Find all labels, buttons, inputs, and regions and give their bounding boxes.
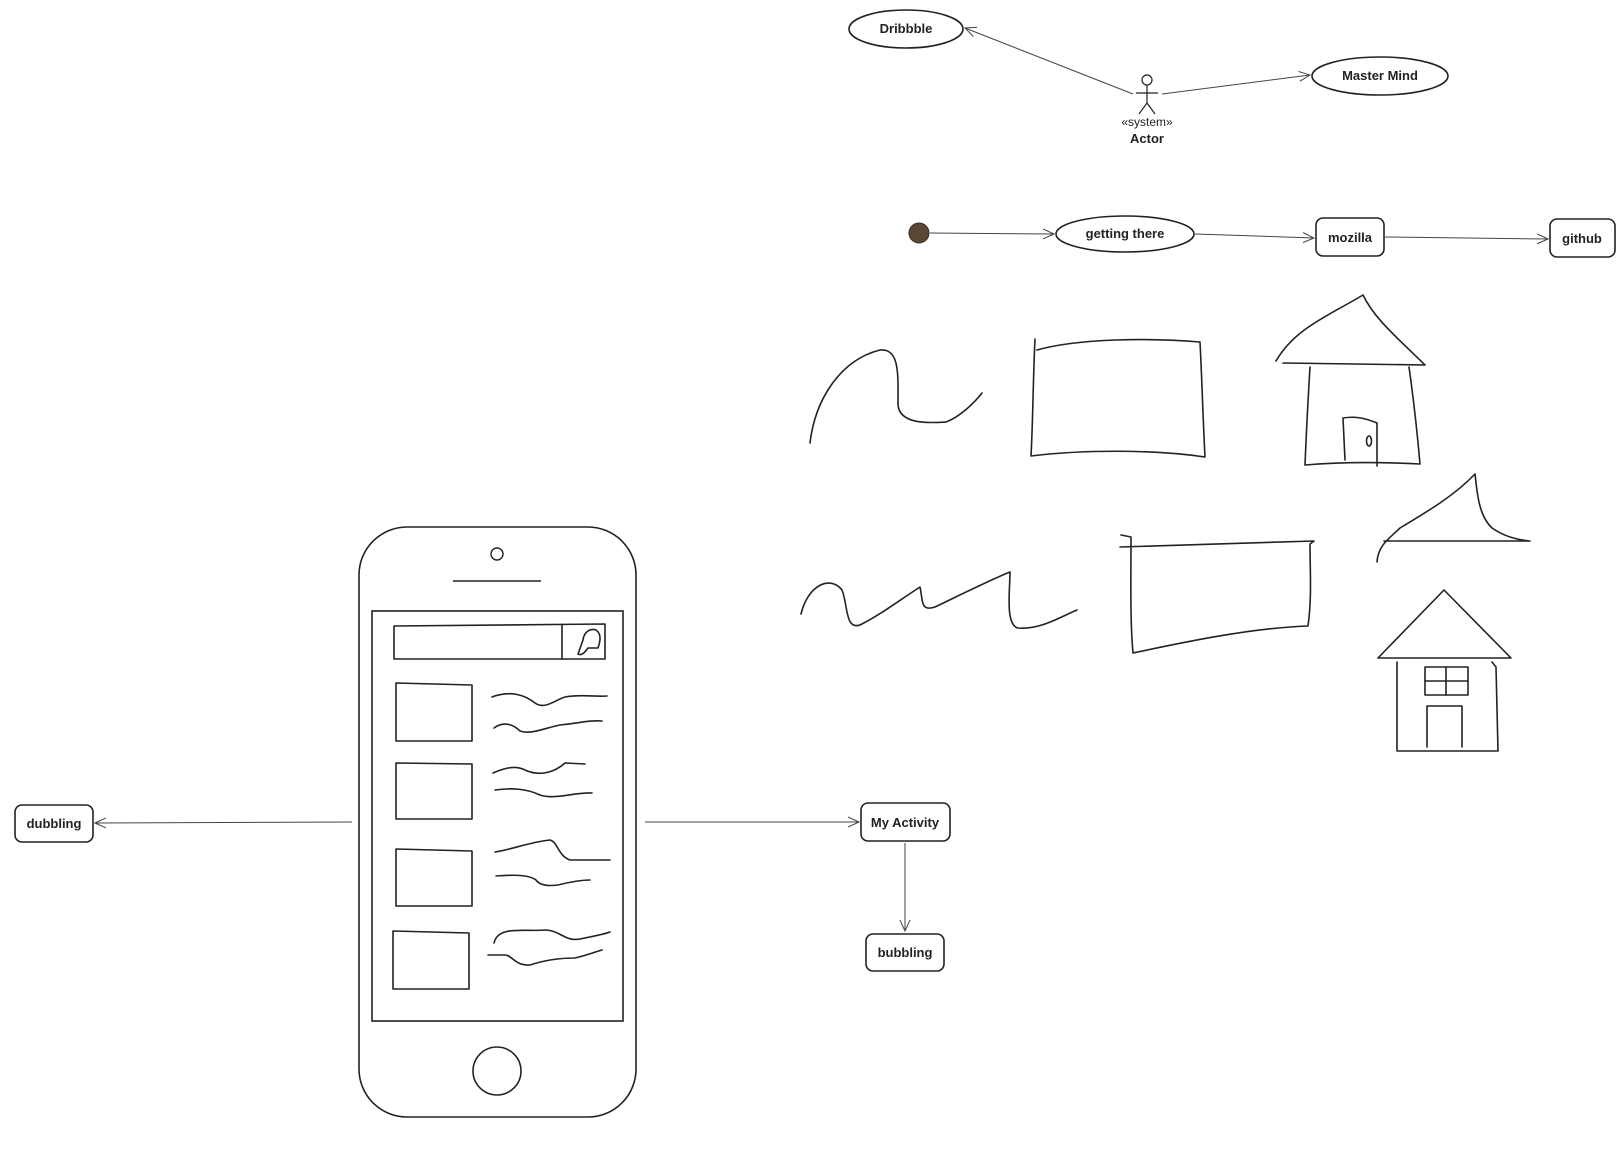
master-mind-node[interactable]: Master Mind (1311, 56, 1449, 96)
edge-actor-dribbble (965, 28, 1134, 95)
edge-mozilla-github (1384, 237, 1548, 239)
actor-name: Actor (1130, 131, 1164, 146)
my-activity-node[interactable]: My Activity (860, 802, 951, 842)
list-item-thumbnail (395, 682, 473, 742)
dribbble-node[interactable]: Dribbble (848, 9, 964, 49)
list-item-thumbnail (392, 930, 470, 990)
getting-there-label: getting there (1086, 226, 1165, 241)
mozilla-node[interactable]: mozilla (1315, 217, 1385, 257)
github-node[interactable]: github (1549, 218, 1616, 258)
list-item[interactable] (395, 839, 611, 907)
door-knob-icon (1365, 435, 1373, 447)
phone-home-button[interactable] (472, 1046, 522, 1096)
bubbling-node[interactable]: bubbling (865, 933, 945, 972)
edge-getting-there-mozilla (1194, 234, 1314, 238)
getting-there-node[interactable]: getting there (1055, 215, 1195, 253)
sketch-rectangle-2[interactable] (1119, 534, 1315, 654)
actor-stereotype: «system» (1121, 115, 1173, 129)
phone-search-bar[interactable] (393, 623, 606, 660)
edge-start-getting-there (929, 233, 1054, 234)
sketch-roof-triangle[interactable] (1376, 473, 1531, 563)
list-item[interactable] (392, 929, 611, 990)
mobile-flow-group: dubbling My Activity bubbling (14, 802, 951, 972)
phone-camera-icon (490, 547, 504, 561)
mozilla-label: mozilla (1328, 230, 1373, 245)
list-item[interactable] (395, 762, 593, 820)
my-activity-label: My Activity (871, 815, 940, 830)
bubbling-label: bubbling (878, 945, 933, 960)
flow-group: getting there mozilla github (908, 215, 1616, 258)
actor-head-icon (1141, 74, 1153, 86)
sketch-wave-2[interactable] (800, 571, 1078, 629)
sketch-group (800, 294, 1531, 752)
use-case-group: Dribbble Master Mind «system» Actor (848, 9, 1449, 146)
initial-node[interactable] (908, 222, 930, 244)
list-item-thumbnail (395, 848, 473, 907)
dubbling-node[interactable]: dubbling (14, 804, 94, 843)
actor-figure[interactable]: «system» Actor (1121, 74, 1173, 146)
sketch-wave-1[interactable] (809, 349, 983, 444)
sketch-rectangle-1[interactable] (1030, 338, 1206, 458)
phone-list (392, 682, 611, 990)
phone-screen (371, 610, 624, 1022)
master-mind-label: Master Mind (1342, 68, 1418, 83)
list-item-thumbnail (395, 762, 473, 820)
phone-mockup (358, 526, 637, 1118)
sketch-house-2[interactable] (1377, 589, 1512, 752)
dribbble-label: Dribbble (880, 21, 933, 36)
dubbling-label: dubbling (27, 816, 82, 831)
list-item[interactable] (395, 682, 608, 742)
sketch-house-1[interactable] (1275, 294, 1426, 467)
github-label: github (1562, 231, 1602, 246)
edge-phone-dubbling (95, 822, 353, 823)
search-bell-icon[interactable] (577, 628, 601, 656)
edge-actor-master-mind (1161, 75, 1310, 95)
